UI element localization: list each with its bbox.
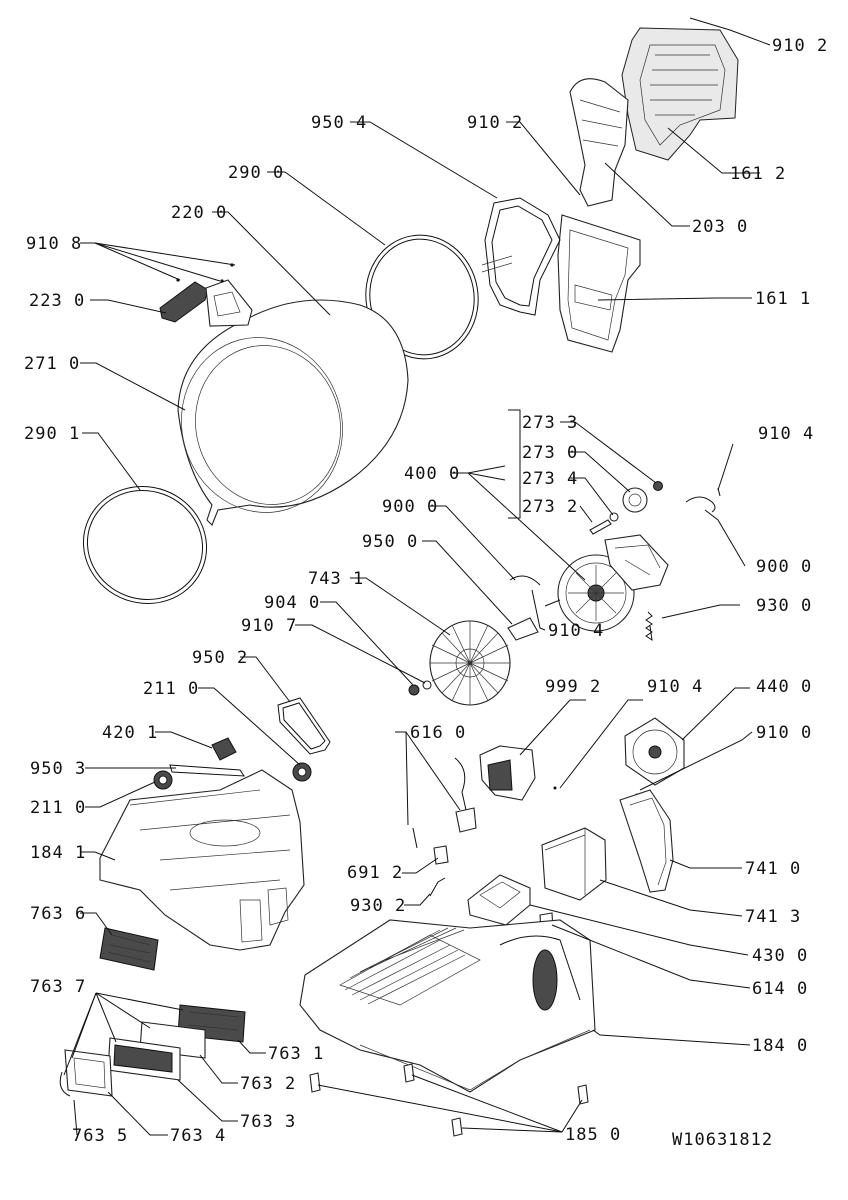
callout-910-2-top: 910 2	[772, 36, 828, 56]
callout-900-0-right: 900 0	[756, 557, 812, 577]
part-203-0-duct	[569, 78, 629, 207]
callout-763-3: 763 3	[240, 1112, 296, 1132]
callout-763-2: 763 2	[240, 1074, 296, 1094]
part-185-0-foot-d	[451, 1117, 463, 1137]
part-273-4-washer	[609, 512, 619, 522]
part-223-0-bracket	[159, 279, 253, 327]
callout-910-4-low: 910 4	[647, 677, 703, 697]
callout-614-0: 614 0	[752, 979, 808, 999]
part-420-1-sensor	[211, 737, 237, 761]
callout-910-4-mid: 910 4	[548, 621, 604, 641]
part-273-2-shaft	[589, 519, 612, 535]
part-950-4-gasket	[481, 197, 561, 316]
leader-lines	[63, 17, 771, 1136]
drawing-number: W10631812	[672, 1130, 773, 1150]
callout-910-2: 910 2	[467, 113, 523, 133]
callout-184-0: 184 0	[752, 1036, 808, 1056]
callout-741-3: 741 3	[745, 907, 801, 927]
part-161-2-mesh-housing	[621, 27, 739, 161]
callout-999-2: 999 2	[545, 677, 601, 697]
callout-273-0: 273 0	[522, 443, 578, 463]
part-950-2-gasket	[277, 697, 331, 755]
part-400-0-motor	[544, 534, 669, 632]
callout-203-0: 203 0	[692, 217, 748, 237]
callout-271-0: 271 0	[24, 354, 80, 374]
part-161-1-frame	[557, 214, 641, 353]
callout-211-0-top: 211 0	[143, 679, 199, 699]
part-184-1-base	[99, 769, 305, 951]
callout-211-0-bottom: 211 0	[30, 798, 86, 818]
callout-161-2: 161 2	[730, 164, 786, 184]
callout-691-2: 691 2	[347, 863, 403, 883]
callout-440-0: 440 0	[756, 677, 812, 697]
callout-763-1: 763 1	[268, 1044, 324, 1064]
callout-430-0: 430 0	[752, 946, 808, 966]
callout-400-0: 400 0	[404, 464, 460, 484]
part-185-0-foot-a	[309, 1072, 321, 1093]
part-273-0-pulley	[622, 487, 648, 513]
callout-910-8: 910 8	[26, 234, 82, 254]
part-691-2-fitting	[433, 845, 449, 865]
part-184-0-base	[299, 919, 596, 1093]
callout-763-4: 763 4	[170, 1126, 226, 1146]
callout-763-5: 763 5	[72, 1126, 128, 1146]
part-290-0-belt	[365, 234, 479, 360]
part-743-1-fan	[429, 620, 511, 706]
part-185-0-foot-c	[577, 1084, 589, 1105]
callout-616-0: 616 0	[410, 723, 466, 743]
callout-290-0: 290 0	[228, 163, 284, 183]
part-273-3-nut	[653, 481, 663, 491]
callout-950-2: 950 2	[192, 648, 248, 668]
part-440-0-fan	[624, 717, 685, 786]
part-763-5-clip	[59, 1071, 71, 1097]
callout-184-1: 184 1	[30, 843, 86, 863]
callout-950-4: 950 4	[311, 113, 367, 133]
part-900-0-clip-a	[685, 496, 716, 513]
callout-741-0: 741 0	[745, 859, 801, 879]
callout-910-0: 910 0	[756, 723, 812, 743]
callout-930-2: 930 2	[350, 896, 406, 916]
part-904-0-nut	[408, 684, 420, 696]
callout-273-2: 273 2	[522, 497, 578, 517]
callout-185-0: 185 0	[565, 1125, 621, 1145]
part-930-2-spring	[429, 877, 446, 897]
callout-420-1: 420 1	[102, 723, 158, 743]
part-930-0-spring	[645, 611, 653, 642]
callout-950-0: 950 0	[362, 532, 418, 552]
callout-904-0: 904 0	[264, 593, 320, 613]
part-616-0-sensor	[455, 807, 477, 833]
part-220-0-drum	[177, 299, 409, 526]
callout-910-7: 910 7	[241, 616, 297, 636]
callout-220-0: 220 0	[171, 203, 227, 223]
part-430-0-control	[467, 874, 531, 926]
callout-273-3: 273 3	[522, 413, 578, 433]
callout-950-3: 950 3	[30, 759, 86, 779]
callout-223-0: 223 0	[29, 291, 85, 311]
callout-910-4-right: 910 4	[758, 424, 814, 444]
part-185-0-foot-b	[403, 1063, 415, 1083]
callout-743-1: 743 1	[308, 569, 364, 589]
callout-161-1: 161 1	[755, 289, 811, 309]
callout-930-0: 930 0	[756, 596, 812, 616]
callout-273-4: 273 4	[522, 469, 578, 489]
part-900-0-clip-b	[509, 575, 541, 586]
callout-763-6: 763 6	[30, 904, 86, 924]
callout-763-7: 763 7	[30, 977, 86, 997]
callout-290-1: 290 1	[24, 424, 80, 444]
part-290-1-belt	[82, 486, 208, 604]
part-950-0-pad	[507, 617, 539, 641]
part-950-3-seal	[169, 764, 245, 777]
callout-900-0-left: 900 0	[382, 497, 438, 517]
